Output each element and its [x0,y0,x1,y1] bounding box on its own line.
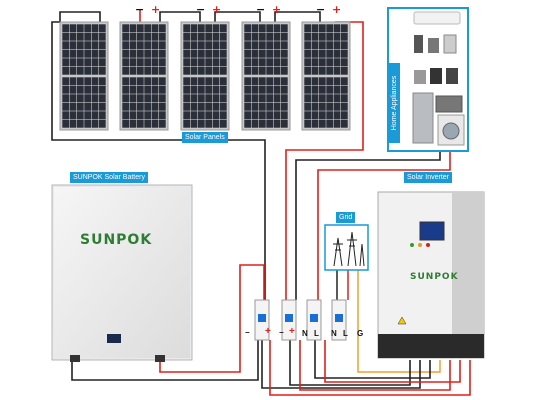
circuit-breakers [254,299,347,341]
power-tower-icon [333,231,365,267]
panel-2-positive-sign: + [151,3,161,16]
terminal-grid-l: L [343,329,348,338]
refrigerator-icon [412,92,434,144]
panel-3-negative-sign: − [196,3,206,16]
grid-label: Grid [336,212,356,223]
kettle-icon [428,38,439,53]
panel-3 [180,21,230,131]
home-appliances-label: Home Appliances [391,75,398,131]
solar-panels-label: Solar Panels [182,132,228,143]
panel-2 [119,21,169,131]
terminal-battery-negative: − [245,328,250,337]
panel-string-wiring [51,10,451,300]
load-breaker [306,299,322,341]
grid-box [324,224,369,271]
blender-icon [414,35,423,53]
inverter-screen-icon [419,221,445,241]
battery-wiring [71,264,471,396]
air-conditioner-icon [413,11,461,25]
panel-4-positive-sign: + [272,3,282,16]
battery-display-icon [107,334,121,343]
solar-battery [51,184,193,362]
solar-inverter [377,191,485,359]
coffee-maker-icon [446,68,458,84]
terminal-pv-positive: + [289,326,295,337]
food-processor-icon [443,34,457,54]
toaster-icon [414,70,426,84]
panel-4-negative-sign: − [256,3,266,16]
terminal-grid-n: N [331,329,337,338]
panel-1 [59,21,109,131]
inverter-label: Solar Inverter [404,172,453,183]
solar-panels-array [59,21,351,131]
inverter-logo: SUNPOK [410,272,459,282]
air-fryer-icon [430,68,442,84]
panel-5 [301,21,351,131]
terminal-ground: G [357,329,364,338]
terminal-load-n: N [302,329,308,338]
terminal-pv-negative: − [279,328,284,337]
panel-2-negative-sign: − [135,3,145,16]
panel-5-negative-sign: − [316,3,326,16]
battery-logo: SUNPOK [80,232,153,248]
terminal-load-l: L [314,329,319,338]
terminal-battery-positive: + [265,326,271,337]
grid-breaker [331,299,347,341]
grid-wiring [336,270,441,373]
microwave-icon [435,95,463,113]
warning-label-icon [397,316,407,325]
panel-3-positive-sign: + [212,3,222,16]
panel-4 [241,21,291,131]
battery-breaker [254,299,270,341]
battery-label: SUNPOK Solar Battery [70,172,148,183]
home-appliances-box [387,7,469,152]
pv-breaker [281,299,297,341]
panel-5-positive-sign: + [332,3,342,16]
